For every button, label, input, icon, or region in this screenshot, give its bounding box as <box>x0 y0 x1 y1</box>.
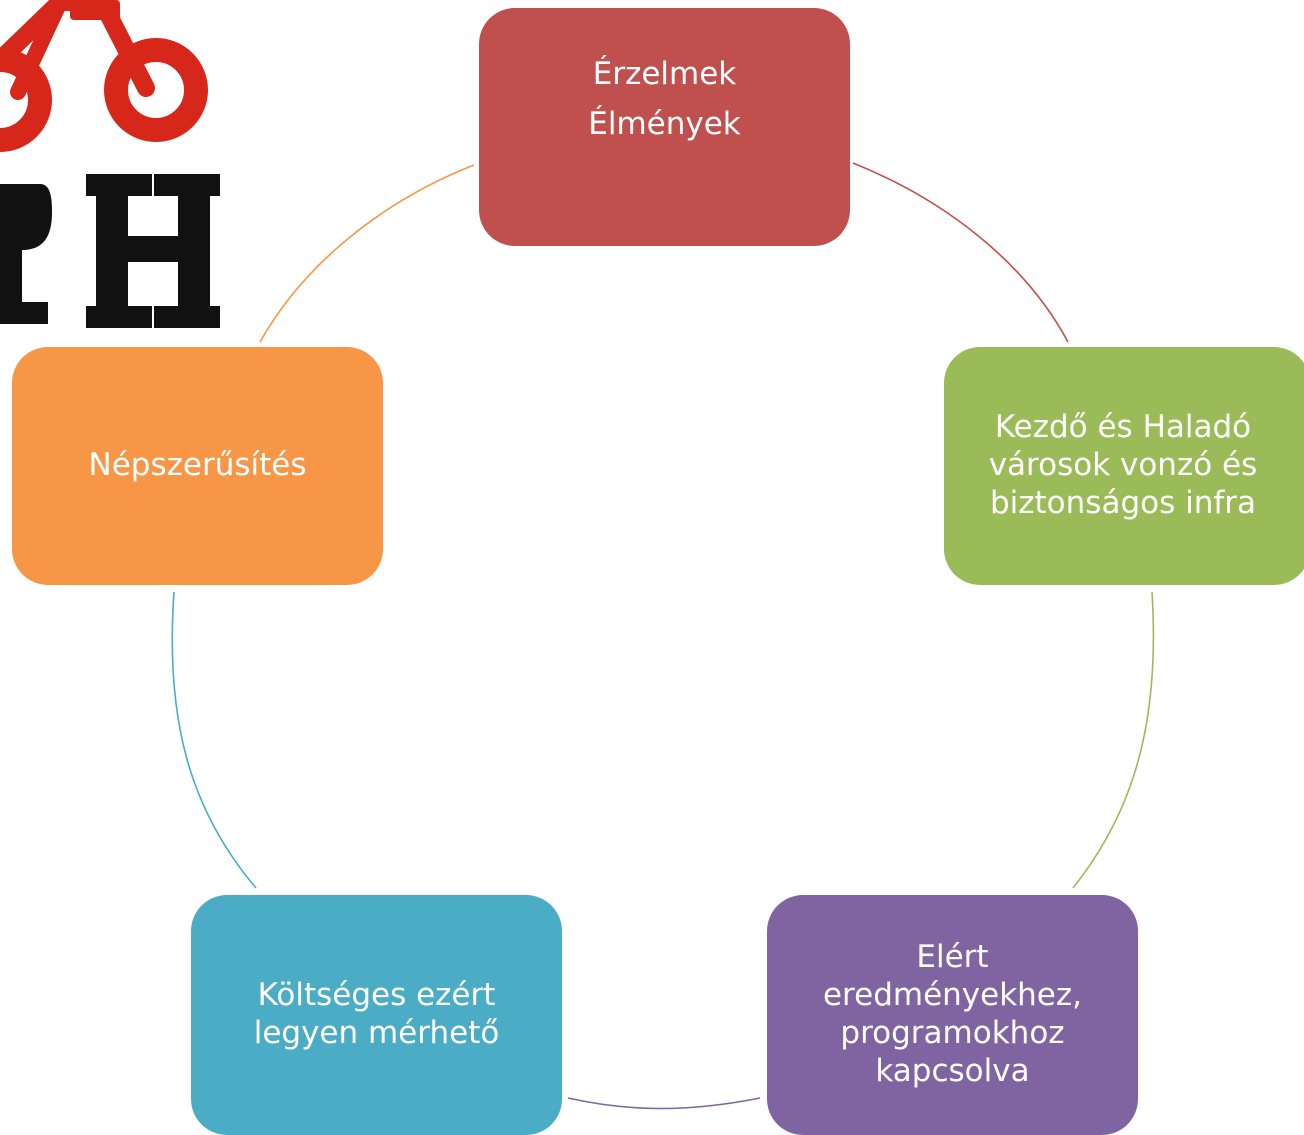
node-label-line: Elért <box>916 939 989 976</box>
bike-logo: PH <box>0 0 220 328</box>
node-label-line: programokhoz <box>840 1015 1065 1051</box>
connector-left-to-top <box>259 164 475 343</box>
logo-letters <box>0 174 220 328</box>
logo-text: PH <box>0 0 2 1</box>
cycle-node-emotions: Érzelmek Élmények <box>479 8 850 246</box>
connector-top-to-right <box>852 162 1069 343</box>
cycle-node-results: Elért eredményekhez, programokhoz kapcso… <box>767 895 1138 1135</box>
connector-right-to-bottom-right <box>1072 591 1155 889</box>
node-label-line: Érzelmek <box>592 56 737 92</box>
node-label-line: biztonságos infra <box>989 484 1257 521</box>
bicycle-icon <box>0 0 208 152</box>
connector-bottom-left-to-left <box>171 591 257 889</box>
node-label-line: Költséges ezért <box>257 977 496 1014</box>
cycle-node-measurable: Költséges ezért legyen mérhető <box>191 895 562 1135</box>
node-label-line: legyen mérhető <box>253 1015 500 1051</box>
node-label-line: Népszerűsítés <box>88 447 307 484</box>
node-label-line: eredményekhez, <box>822 977 1083 1014</box>
node-label-line: kapcsolva <box>875 1052 1030 1089</box>
node-label-line: városok vonzó és <box>988 447 1258 484</box>
connector-bottom-right-to-bottom-left <box>567 1097 761 1110</box>
cycle-node-infrastructure: Kezdő és Haladó városok vonzó és biztons… <box>944 347 1304 585</box>
cycle-node-promotion: Népszerűsítés <box>12 347 383 585</box>
node-label-line: Kezdő és Haladó <box>994 409 1252 446</box>
node-label-line: Élmények <box>588 105 741 142</box>
